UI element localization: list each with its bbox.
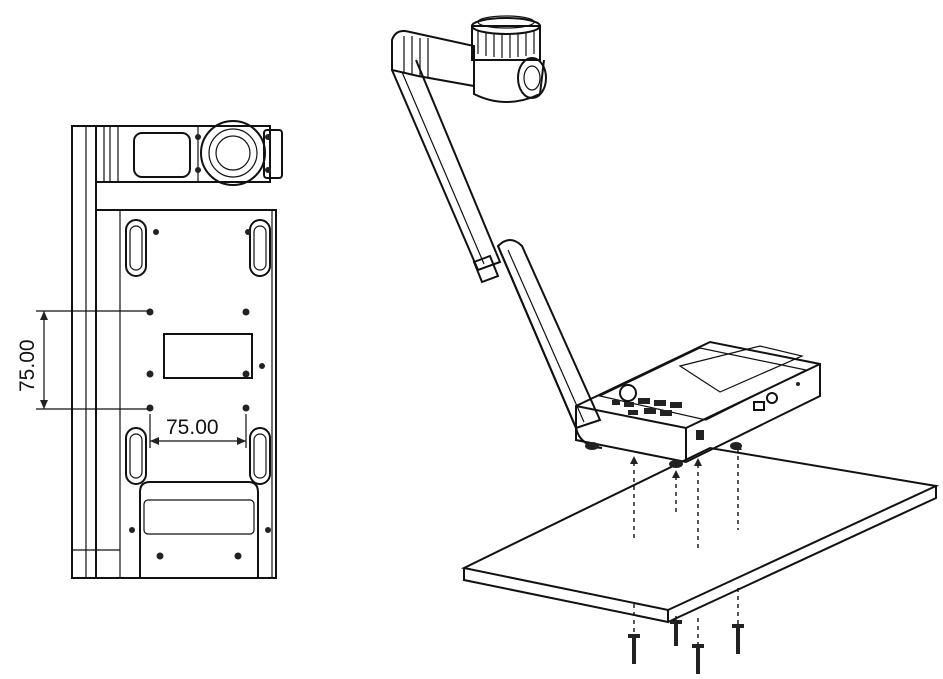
screw-icon <box>628 620 744 674</box>
horizontal-dimension-label: 75.00 <box>166 416 219 439</box>
alignment-lines-lower <box>633 588 739 644</box>
top-view-device: 75.00 75.00 <box>16 120 283 579</box>
isometric-device-view <box>391 15 940 674</box>
top-view-arm <box>71 125 97 579</box>
base-unit <box>575 340 821 468</box>
camera-head <box>471 15 547 103</box>
mounting-board <box>460 446 940 624</box>
alignment-lines-upper <box>630 442 742 548</box>
vertical-dimension-label: 75.00 <box>16 339 39 392</box>
upper-arm <box>391 30 502 284</box>
lower-arm <box>496 239 603 449</box>
top-view-camera-head <box>96 120 283 186</box>
top-view-base-plate <box>95 209 277 579</box>
vertical-dimension: 75.00 <box>16 310 148 410</box>
horizontal-dimension: 75.00 <box>149 414 247 448</box>
